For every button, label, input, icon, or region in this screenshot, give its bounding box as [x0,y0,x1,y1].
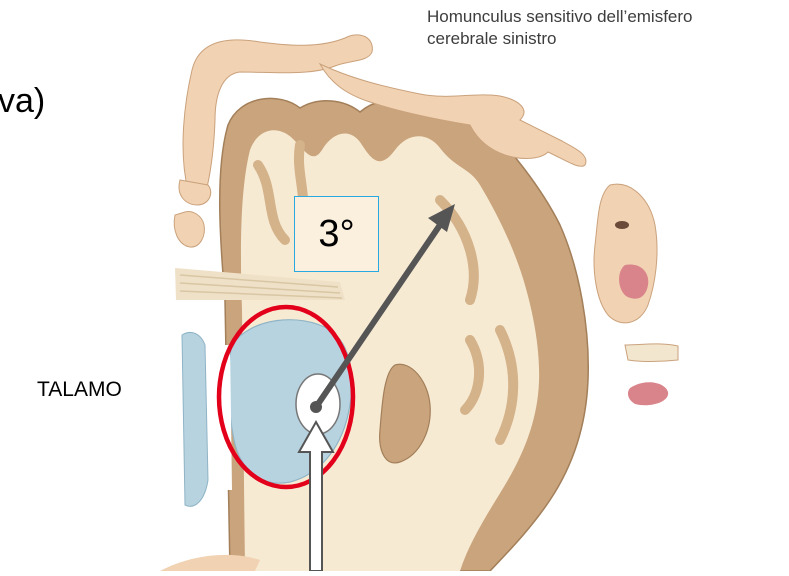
brainstem-edge [160,555,260,571]
third-order-neuron-box: 3° [294,196,379,272]
caption-line-2: cerebrale sinistro [427,28,782,50]
caption-line-1: Homunculus sensitivo dell’emisfero [427,6,782,28]
homunculus-tongue [628,382,668,405]
thalamus-label: TALAMO [37,378,122,402]
neuron-cell-body [310,401,322,413]
homunculus-genitals [174,212,204,247]
thalamus-contralateral [182,332,208,506]
cropped-text-fragment: va) [0,82,45,121]
homunculus-face [594,184,657,323]
homunculus-teeth [625,344,678,362]
figure-caption: Homunculus sensitivo dell’emisfero cereb… [427,6,782,50]
homunculus-eye [615,221,629,229]
third-order-label: 3° [318,213,354,256]
